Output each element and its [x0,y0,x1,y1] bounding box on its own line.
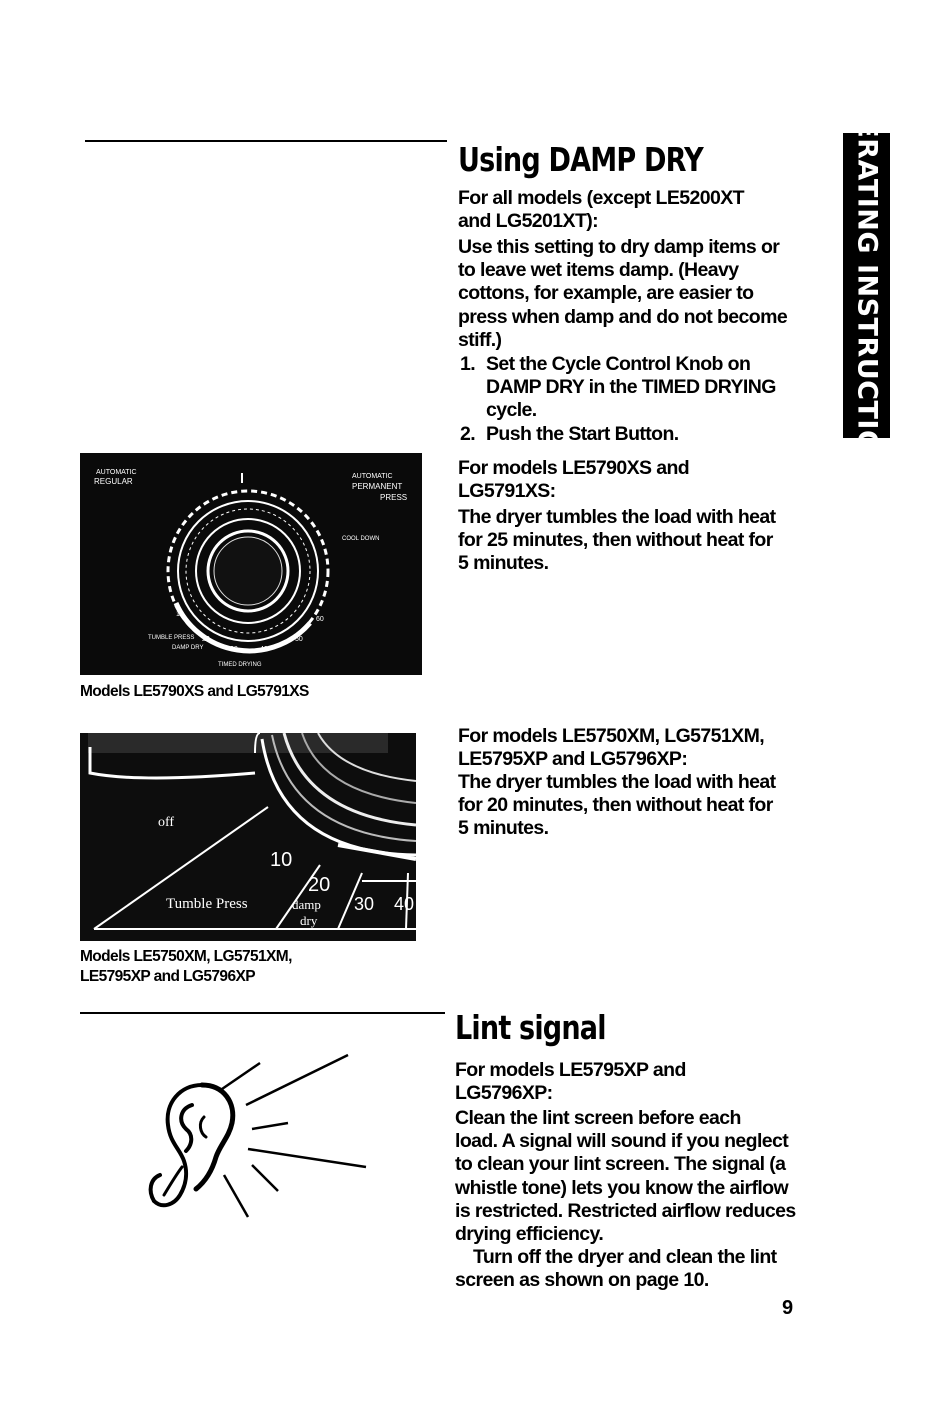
svg-text:40: 40 [394,894,414,914]
models-xs-text: The dryer tumbles the load with heat for… [458,506,776,575]
svg-text:dry: dry [300,913,318,928]
svg-text:TUMBLE PRESS: TUMBLE PRESS [148,635,194,641]
svg-text:10: 10 [176,611,184,618]
step-item: 1. Set the Cycle Control Knob on DAMP DR… [460,353,776,422]
svg-text:30: 30 [354,894,374,914]
lint-signal-heading: Lint signal [455,1008,606,1047]
svg-text:10: 10 [270,849,292,871]
side-tab: OPERATING INSTRUCTIONS [843,133,890,438]
lint-models-heading: For models LE5795XP and LG5796XP: [455,1059,686,1105]
svg-text:PRESS: PRESS [380,493,407,502]
damp-dry-steps: 1. Set the Cycle Control Knob on DAMP DR… [460,353,776,446]
damp-dry-description: Use this setting to dry damp items or to… [458,236,788,351]
svg-text:PERMANENT: PERMANENT [352,482,402,491]
models-xs-heading: For models LE5790XS and LG5791XS: [458,457,690,503]
svg-text:60: 60 [316,616,324,623]
step-item: 2. Push the Start Button. [460,422,679,445]
svg-text:REGULAR: REGULAR [94,477,133,486]
svg-text:TIMED DRYING: TIMED DRYING [218,662,262,668]
svg-text:20: 20 [202,636,210,643]
page-number: 9 [782,1297,794,1319]
models-xm-heading: For models LE5750XM, LG5751XM, LE5795XP … [458,725,765,771]
svg-text:30: 30 [230,646,238,653]
damp-dry-heading: Using DAMP DRY [458,140,704,179]
top-divider-rule [85,140,447,142]
svg-text:damp: damp [292,897,321,912]
photo-xs-caption: Models LE5790XS and LG5791XS [80,683,309,700]
svg-text:DAMP DRY: DAMP DRY [172,645,203,651]
svg-text:AUTOMATIC: AUTOMATIC [352,473,393,480]
step-number: 1. [460,353,476,375]
middle-divider-rule [80,1012,445,1014]
svg-text:40: 40 [260,646,268,653]
step-number: 2. [460,422,476,445]
svg-text:50: 50 [295,636,303,643]
models-xm-text: The dryer tumbles the load with heat for… [458,771,776,840]
side-tab-label: OPERATING INSTRUCTIONS [851,133,882,438]
ear-icon [148,1053,367,1218]
cycle-control-knob-icon: AUTOMATIC REGULAR AUTOMATIC PERMANENT PR… [80,453,422,675]
svg-text:20: 20 [308,874,330,896]
svg-text:COOL DOWN: COOL DOWN [342,536,379,542]
dial-photo-xm: off Tumble Press damp dry 10 20 30 40 [80,733,416,941]
all-models-intro: For all models (except LE5200XT and LG52… [458,187,745,233]
svg-text:AUTOMATIC: AUTOMATIC [96,469,137,476]
dial-photo-xs: AUTOMATIC REGULAR AUTOMATIC PERMANENT PR… [80,453,422,675]
lint-signal-text: Clean the lint screen before each load. … [455,1107,796,1292]
cycle-control-knob-closeup-icon: off Tumble Press damp dry 10 20 30 40 [80,733,416,941]
photo-xm-caption: Models LE5750XM, LG5751XM, LE5795XP and … [80,948,292,985]
svg-text:Tumble Press: Tumble Press [166,896,248,912]
svg-text:off: off [158,815,174,830]
